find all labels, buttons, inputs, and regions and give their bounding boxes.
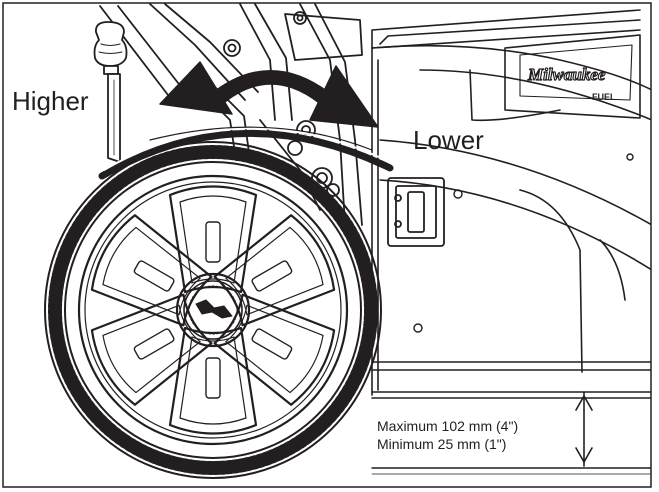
wheel-hub [175,272,251,348]
height-adjust-lever [93,21,128,163]
higher-label: Higher [12,86,89,116]
deck-screws [413,153,634,333]
height-notch-arc [98,127,394,180]
guide-arc [149,126,373,151]
height-lever-bracket [387,177,445,247]
maximum-height-label: Maximum 102 mm (4") [377,418,519,434]
brand-series-text: FUEL [592,92,616,102]
height-direction-arrow [159,61,379,128]
arrowhead-right [309,65,379,128]
minimum-height-label: Minimum 25 mm (1") [377,436,507,452]
cutting-height-indicator [371,391,651,475]
tire-tread [48,145,378,475]
mower-deck-body [371,9,651,399]
hub-logo-mark [195,299,233,319]
brand-logo-text: Milwaukee [527,65,606,84]
arrowhead-left [159,61,233,115]
rear-wheel [44,141,382,479]
brand-logo-panel: Milwaukee FUEL [504,34,641,119]
lower-label: Lower [413,125,484,155]
